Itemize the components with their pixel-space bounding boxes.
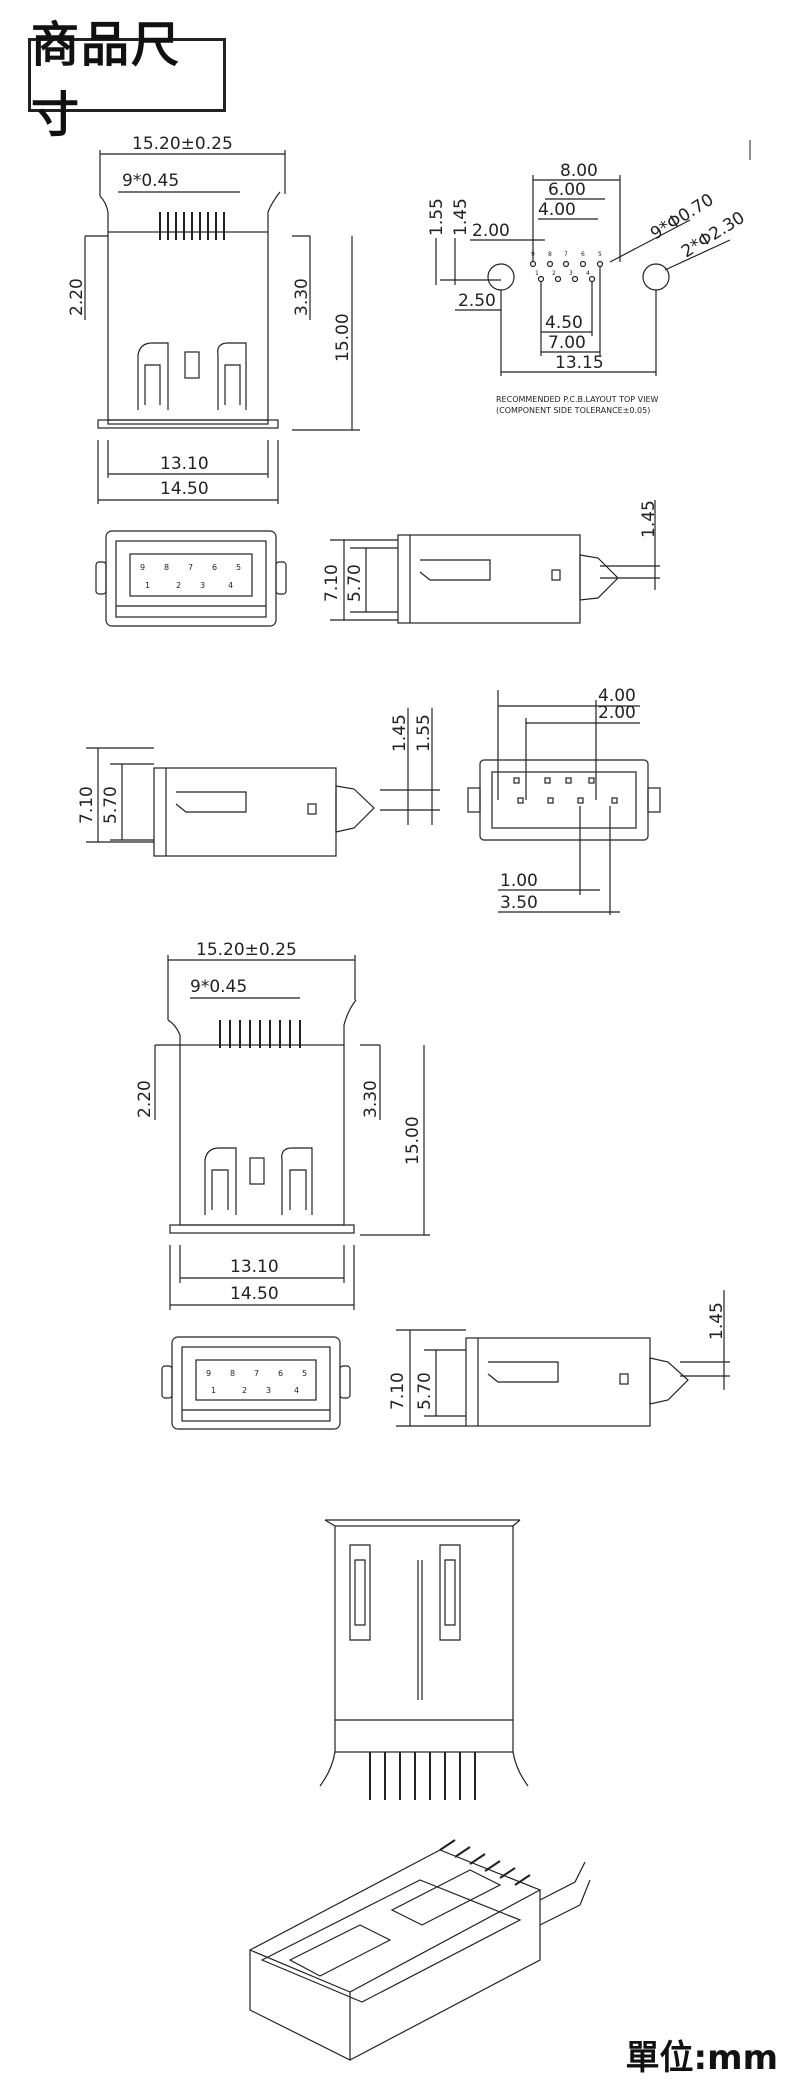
side-view-2: 7.10 5.70 1.45 1.55 [77,708,440,857]
pcb-layout-view: 9 8 7 6 5 1 2 3 4 8.00 6.00 4.00 2.00 1.… [427,161,748,415]
ev-dim-200: 2.00 [598,703,636,723]
dim-outer-width: 14.50 [160,479,209,499]
top-view-2: 15.20±0.25 9*0.45 2.20 3.30 15.00 13.10 … [135,940,430,1310]
pcb-dim-8: 8.00 [560,161,598,181]
sv3-h-inner: 5.70 [415,1372,435,1410]
pcb-pin-4: 4 [586,270,590,277]
dim-inner-width: 13.10 [160,454,209,474]
pcb-pin-7: 7 [564,251,568,258]
pcb-dim-2: 2.00 [472,221,510,241]
isometric-view [248,1839,591,2061]
fv2-pin-2: 2 [242,1386,247,1395]
fv2-pin-1: 1 [211,1386,216,1395]
pcb-dim-4: 4.00 [538,200,576,220]
fv1-pin-7: 7 [188,563,193,572]
dim-pin-pitch: 9*0.45 [122,171,179,191]
fv2-pin-6: 6 [278,1369,283,1378]
pcb-pin-6: 6 [581,251,585,258]
section-title-text: 商品尺寸 [31,17,182,143]
pcb-pin-3: 3 [569,270,573,277]
sv1-h-outer: 7.10 [322,564,342,602]
sv3-h-outer: 7.10 [388,1372,408,1410]
sv3-pin-offset: 1.45 [707,1302,727,1340]
sv1-h-inner: 5.70 [345,564,365,602]
end-view: 4.00 2.00 1.00 3.50 [467,686,661,915]
v2-dim-inner-width: 13.10 [230,1257,279,1277]
sv2-h-outer: 7.10 [77,786,97,824]
fv2-pin-5: 5 [302,1369,307,1378]
dim-overall-width: 15.20±0.25 [132,134,233,154]
v2-dim-overall-width: 15.20±0.25 [196,940,297,960]
pcb-dim-250: 2.50 [458,291,496,311]
pcb-pin-2: 2 [552,270,556,277]
side-view-1: 7.10 5.70 1.45 [322,500,660,624]
fv1-pin-1: 1 [145,581,150,590]
pcb-pin-5: 5 [598,251,602,258]
fv2-pin-4: 4 [294,1386,299,1395]
pcb-dim-1315: 13.15 [555,353,604,373]
pcb-pin-8: 8 [548,251,552,258]
sv1-pin-offset: 1.45 [639,500,659,538]
top-view-1: 15.20±0.25 9*0.45 2.20 3.30 15.00 13.10 … [67,134,360,504]
fv1-pin-3: 3 [200,581,205,590]
fv1-pin-2: 2 [176,581,181,590]
fv2-pin-3: 3 [266,1386,271,1395]
v2-dim-pin-pitch: 9*0.45 [190,977,247,997]
pcb-dim-450: 4.50 [545,313,583,333]
front-view-1: 9 8 7 6 5 1 2 3 4 [95,530,287,627]
v2-dim-left-height: 2.20 [135,1080,155,1118]
dim-body-height: 15.00 [333,313,353,362]
sv2-h-inner: 5.70 [101,786,121,824]
fv1-pin-8: 8 [164,563,169,572]
ev-dim-350: 3.50 [500,893,538,913]
v2-dim-body-height: 15.00 [403,1116,423,1165]
sv2-dim-145: 1.45 [390,714,410,752]
front-view-2: 9 8 7 6 5 1 2 3 4 [161,1336,351,1430]
fv1-pin-5: 5 [236,563,241,572]
v2-dim-right-offset: 3.30 [361,1080,381,1118]
fv2-pin-8: 8 [230,1369,235,1378]
pcb-dim-700: 7.00 [548,333,586,353]
fv2-pin-7: 7 [254,1369,259,1378]
pcb-pin-1: 1 [535,270,539,277]
fv1-pin-6: 6 [212,563,217,572]
v2-dim-outer-width: 14.50 [230,1284,279,1304]
pcb-note-line2: (COMPONENT SIDE TOLERANCE±0.05) [496,406,650,415]
dim-right-offset: 3.30 [292,278,312,316]
dim-left-height: 2.20 [67,278,87,316]
section-title: 商品尺寸 [28,17,226,143]
back-view [319,1519,529,1800]
fv1-pin-9: 9 [140,563,145,572]
pcb-dim-145: 1.45 [451,198,471,236]
ev-dim-400: 4.00 [598,686,636,706]
side-view-3: 7.10 5.70 1.45 [388,1290,730,1427]
pcb-dim-6: 6.00 [548,180,586,200]
pcb-note-line1: RECOMMENDED P.C.B.LAYOUT TOP VIEW [496,395,659,404]
sv2-dim-155: 1.55 [414,714,434,752]
pcb-dim-155: 1.55 [427,198,447,236]
fv1-pin-4: 4 [228,581,233,590]
ev-dim-100: 1.00 [500,871,538,891]
fv2-pin-9: 9 [206,1369,211,1378]
unit-label: 單位:mm [625,2038,778,2078]
